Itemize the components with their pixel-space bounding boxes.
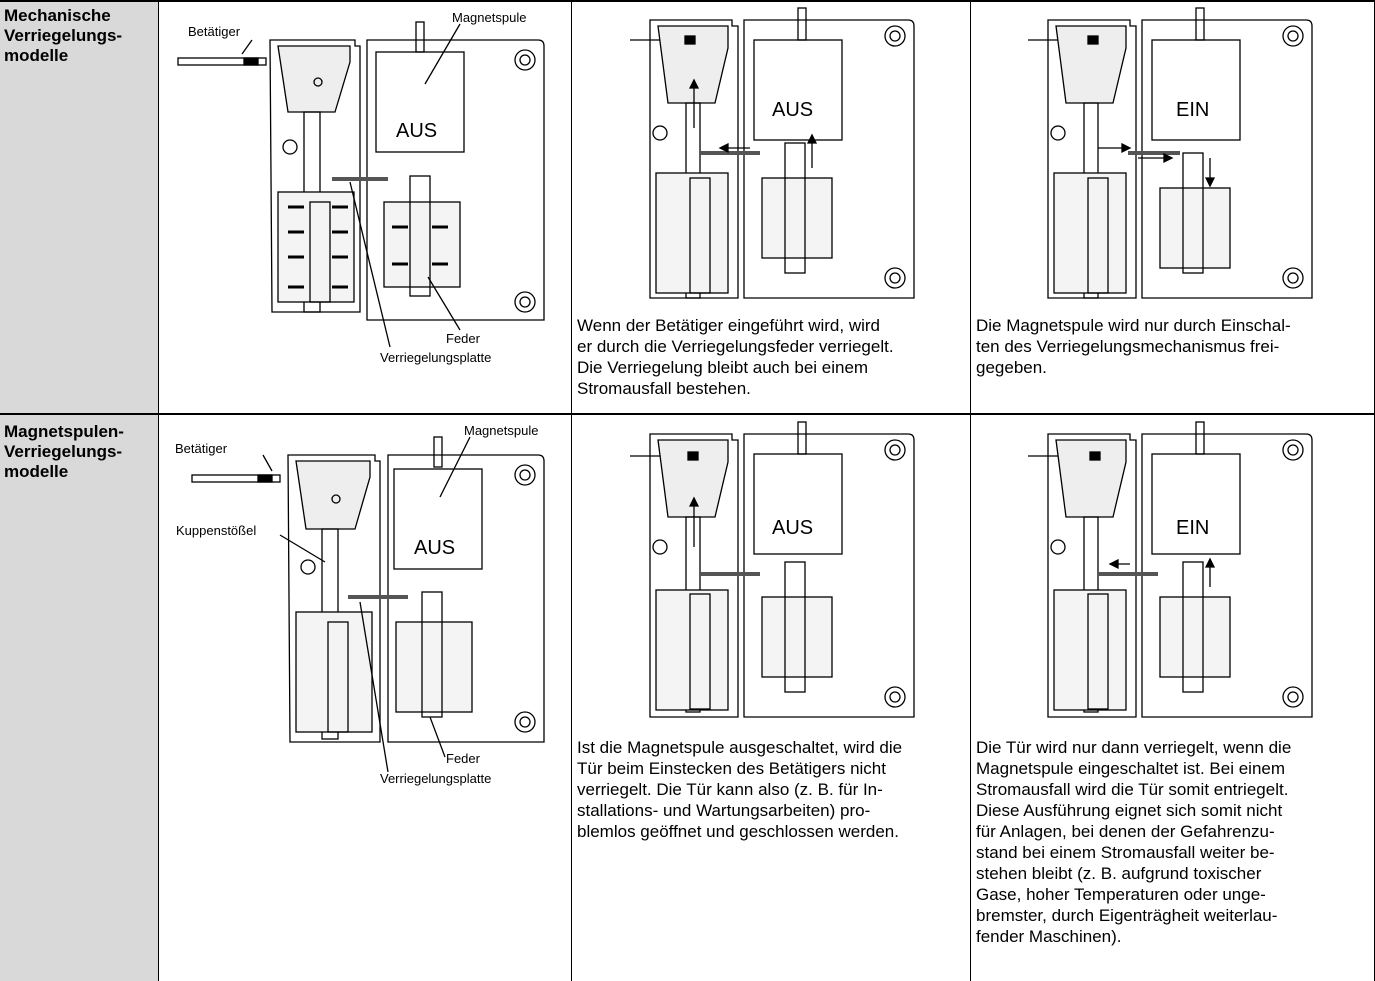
description-solenoid-unlocked: Ist die Magnetspule ausgeschaltet, wird … (577, 738, 903, 841)
label-plate: Verriegelungsplatte (380, 350, 491, 365)
column-divider (571, 0, 572, 981)
row-header-solenoid (0, 415, 158, 981)
label-plate: Verriegelungsplatte (380, 771, 491, 786)
label-coil: Magnetspule (464, 423, 538, 438)
row-divider (0, 413, 1375, 415)
mechanical-lock-diagram-locked: AUS (630, 7, 915, 299)
label-actuator: Betätiger (188, 24, 241, 39)
row-header-mechanical (0, 0, 158, 413)
description-solenoid-locked: Die Tür wird nur dann verriegelt, wenn d… (976, 738, 1292, 946)
description-mechanical-locked: Wenn der Betätiger eingeführt wird, wird… (577, 316, 894, 398)
state-label-right-2: EIN (1176, 517, 1209, 539)
mechanical-lock-diagram-off: Betätiger Magnetspule AUS Feder Verriege… (177, 10, 545, 365)
description-mechanical-released: Die Magnetspule wird nur durch Einschal-… (976, 316, 1291, 377)
state-label-mid-1: AUS (772, 99, 813, 121)
state-label-right-1: EIN (1176, 99, 1209, 121)
label-spring: Feder (446, 751, 481, 766)
table-top-border (0, 0, 1375, 2)
column-divider (158, 0, 159, 981)
solenoid-lock-diagram-unlocked: AUS (630, 421, 915, 718)
row-title-mechanical: Mechanische Verriegelungs- modelle (4, 6, 123, 65)
label-state-off: AUS (414, 537, 455, 559)
solenoid-lock-diagram-off: Betätiger Magnetspule AUS Kuppenstößel F… (175, 423, 545, 786)
solenoid-lock-diagram-locked: EIN (1028, 421, 1313, 718)
label-actuator: Betätiger (175, 441, 228, 456)
mechanical-lock-diagram-released: EIN (1028, 7, 1313, 299)
label-state-off: AUS (396, 120, 437, 142)
row-title-solenoid: Magnetspulen- Verriegelungs- modelle (4, 422, 124, 481)
label-coil: Magnetspule (452, 10, 526, 25)
column-divider (970, 0, 971, 981)
label-spring: Feder (446, 331, 481, 346)
state-label-mid-2: AUS (772, 517, 813, 539)
label-plunger: Kuppenstößel (176, 523, 256, 538)
